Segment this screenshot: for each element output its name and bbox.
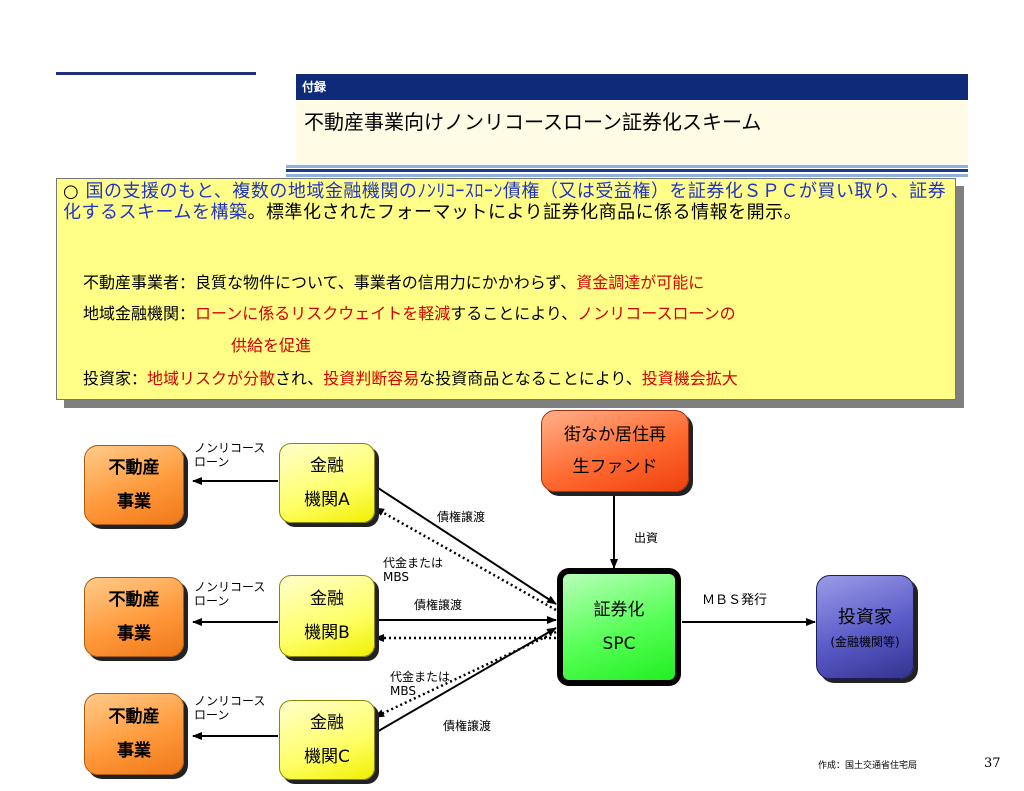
developer-box-c: 不動産 事業 (84, 693, 184, 775)
bank-label: 機関C (304, 747, 350, 767)
row-label: 投資家： (83, 369, 148, 388)
developer-box-b: 不動産 事業 (84, 577, 184, 657)
page-number: 37 (984, 756, 1001, 771)
row-label: 不動産事業者： (83, 273, 196, 292)
summary-row-investor: 投資家：地域リスクが分散され、投資判断容易な投資商品となることにより、投資機会拡… (83, 369, 738, 389)
title-rule (286, 174, 968, 177)
investor-sublabel: (金融機関等) (830, 635, 900, 649)
summary-lead-text: 。標準化されたフォーマットにより証券化商品に係る情報を開示。 (247, 202, 803, 223)
title-rule (286, 165, 968, 168)
spc-label: 証券化 (593, 600, 645, 620)
row-text: することにより、 (450, 304, 578, 323)
investor-label: 投資家 (838, 607, 892, 628)
row-highlight: 投資機会拡大 (641, 369, 738, 388)
row-highlight: 投資判断容易 (323, 369, 420, 388)
developer-label: 不動産 (108, 590, 160, 610)
fund-label: 生ファンド (572, 457, 658, 477)
summary-lead: ○ 国の支援のもと、複数の地域金融機関のﾉﾝﾘｺｰｽﾛｰﾝ債権（又は受益権）を証… (63, 181, 947, 223)
spc-label: SPC (602, 634, 636, 654)
summary-row-regional-bank: 地域金融機関：ローンに係るリスクウェイトを軽減することにより、ノンリコースローン… (83, 304, 736, 324)
summary-panel: ○ 国の支援のもと、複数の地域金融機関のﾉﾝﾘｺｰｽﾛｰﾝ債権（又は受益権）を証… (56, 178, 956, 400)
row-highlight: ノンリコースローンの (577, 304, 736, 323)
summary-lead-highlight: 国の支援のもと、複数の地域金融機関のﾉﾝﾘｺｰｽﾛｰﾝ債権（又は受益権）を証券化… (63, 181, 947, 223)
row-label: 地域金融機関： (83, 304, 196, 323)
fund-box: 街なか居住再 生ファンド (541, 410, 689, 492)
mbs-issue-label: ＭＢＳ発行 (702, 593, 768, 608)
transfer-arrow-a (374, 485, 557, 605)
page-title: 不動産事業向けノンリコースローン証券化スキーム (296, 100, 968, 164)
bank-label: 金融 (310, 713, 344, 733)
row-text: な投資商品となることにより、 (419, 369, 642, 388)
developer-label: 事業 (117, 624, 151, 644)
row-text: され、 (275, 369, 324, 388)
developer-label: 事業 (117, 492, 151, 512)
nonrecourse-loan-label-c: ノンリコースローン (194, 694, 266, 722)
developer-label: 不動産 (108, 707, 160, 727)
summary-row-regional-bank-cont: 供給を促進 (231, 336, 311, 356)
row-highlight: 資金調達が可能に (576, 273, 705, 292)
bank-label: 機関A (304, 490, 350, 510)
investor-box: 投資家 (金融機関等) (816, 575, 914, 679)
bullet: ○ (63, 181, 80, 202)
appendix-tag: 付録 (296, 74, 968, 100)
top-decorative-line (56, 72, 256, 75)
transfer-label-c: 債権譲渡 (443, 719, 492, 733)
transfer-label-b: 債権譲渡 (414, 598, 463, 612)
investment-label: 出資 (634, 531, 659, 545)
nonrecourse-loan-label-b: ノンリコースローン (194, 580, 266, 608)
row-highlight: 供給を促進 (231, 336, 312, 355)
spc-box: 証券化 SPC (557, 568, 681, 686)
title-rule (286, 169, 968, 172)
developer-box-a: 不動産 事業 (84, 445, 184, 525)
bank-box-b: 金融 機関B (279, 575, 375, 657)
transfer-label-a: 債権譲渡 (437, 510, 486, 524)
row-highlight: 地域リスクが分散 (147, 369, 276, 388)
nonrecourse-loan-label-a: ノンリコースローン (194, 441, 266, 469)
bank-label: 機関B (304, 623, 350, 643)
row-highlight: ローンに係るリスクウェイトを軽減 (195, 304, 451, 323)
proceeds-arrow-c (374, 630, 557, 719)
developer-label: 事業 (117, 741, 151, 761)
bank-box-a: 金融 機関A (279, 443, 375, 523)
summary-row-developer: 不動産事業者：良質な物件について、事業者の信用力にかかわらず、資金調達が可能に (83, 273, 704, 293)
fund-label: 街なか居住再 (564, 425, 666, 445)
bank-label: 金融 (310, 456, 344, 476)
transfer-arrow-c (374, 627, 557, 734)
developer-label: 不動産 (108, 458, 160, 478)
bank-box-c: 金融 機関C (279, 700, 375, 780)
bank-label: 金融 (310, 589, 344, 609)
row-text: 良質な物件について、事業者の信用力にかかわらず、 (195, 273, 577, 292)
credit-text: 作成：国土交通省住宅局 (818, 761, 918, 771)
